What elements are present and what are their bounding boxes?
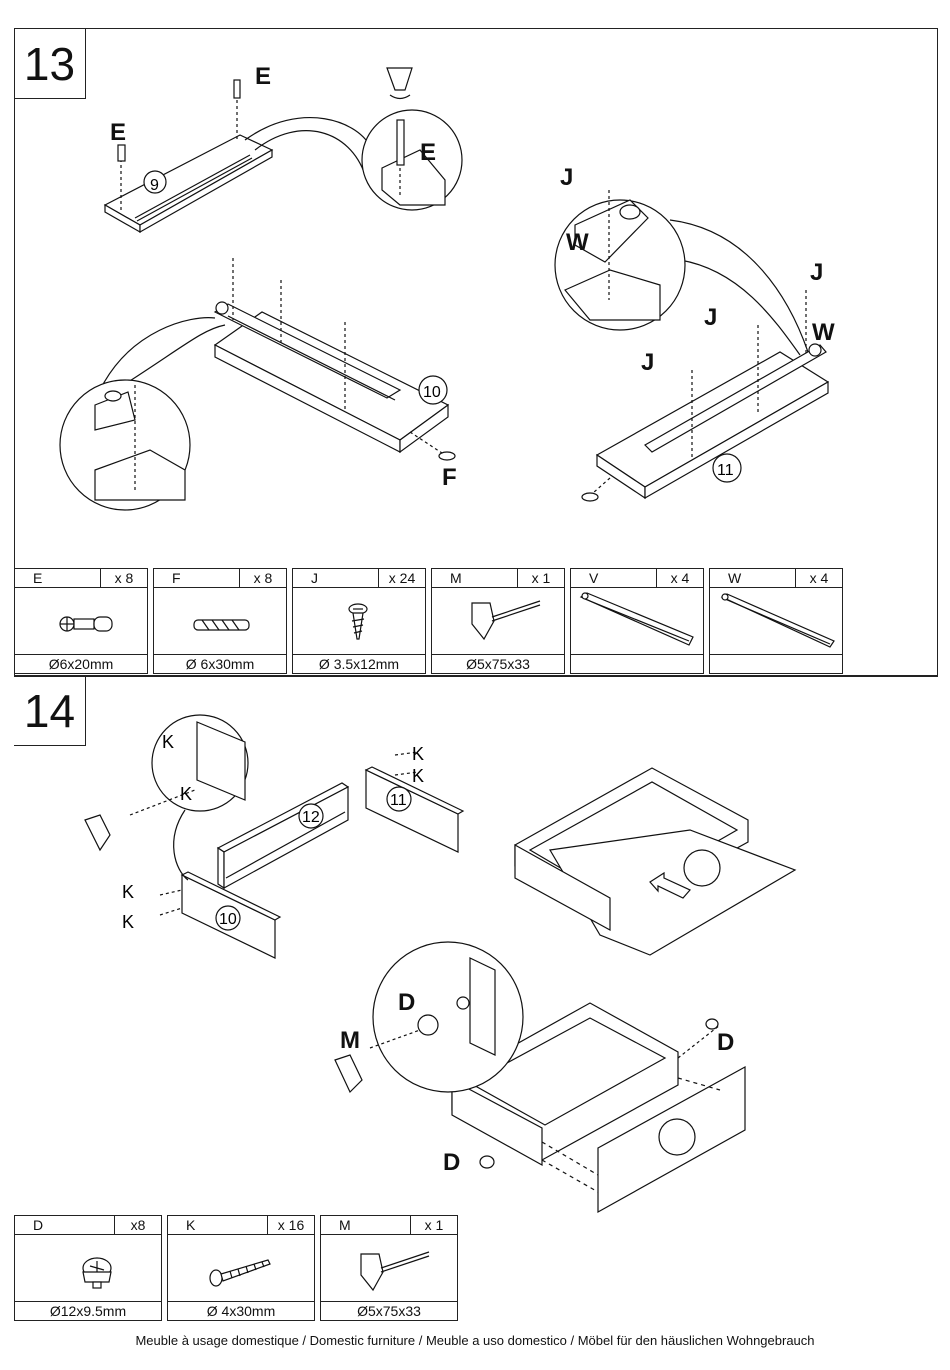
part-size: Ø5x75x33 xyxy=(321,1301,457,1320)
zoom-d-detail xyxy=(335,942,523,1092)
label-panel-11-s14: 11 xyxy=(390,792,407,809)
label-e-top: E xyxy=(255,63,271,90)
part-size xyxy=(710,654,842,673)
label-d-right: D xyxy=(717,1029,734,1056)
label-k-right-1: K xyxy=(412,744,424,764)
label-j-zoom: J xyxy=(560,164,573,191)
part-size xyxy=(571,654,703,673)
label-k-left-2: K xyxy=(122,912,134,932)
panel-10-drawing xyxy=(215,258,455,460)
zoom-w-detail-left xyxy=(60,318,225,510)
part-size: Ø 3.5x12mm xyxy=(293,654,425,673)
label-k-left-1: K xyxy=(122,882,134,902)
label-panel-12: 12 xyxy=(302,809,320,826)
label-k-right-2: K xyxy=(412,766,424,786)
label-j-mid: J xyxy=(704,304,717,331)
label-m: M xyxy=(340,1027,360,1054)
part-size: Ø 6x30mm xyxy=(154,654,286,673)
label-w-zoom: W xyxy=(566,229,589,256)
label-f: F xyxy=(442,464,457,491)
part-size: Ø 4x30mm xyxy=(168,1301,314,1320)
drawer-frame-drawing xyxy=(515,768,795,955)
label-k-zoom-1: K xyxy=(162,732,174,752)
label-w-right: W xyxy=(812,319,835,346)
label-panel-10: 10 xyxy=(423,384,441,401)
panel-9-drawing xyxy=(105,80,272,232)
label-j-right: J xyxy=(810,259,823,286)
label-e-zoom: E xyxy=(420,139,436,166)
label-k-zoom-2: K xyxy=(180,784,192,804)
label-j-left: J xyxy=(641,349,654,376)
label-panel-10-s14: 10 xyxy=(219,911,237,928)
part-size: Ø5x75x33 xyxy=(432,654,564,673)
label-panel-11: 11 xyxy=(717,462,734,479)
panel-12-drawing xyxy=(218,783,348,888)
label-panel-9: 9 xyxy=(150,177,159,194)
zoom-w-detail-right xyxy=(555,190,808,355)
part-size: Ø12x9.5mm xyxy=(15,1301,161,1320)
part-size: Ø6x20mm xyxy=(15,654,147,673)
footer-usage-note: Meuble à usage domestique / Domestic fur… xyxy=(0,1333,950,1348)
label-e-left: E xyxy=(110,119,126,146)
label-d-left: D xyxy=(443,1149,460,1176)
label-d-zoom: D xyxy=(398,989,415,1016)
